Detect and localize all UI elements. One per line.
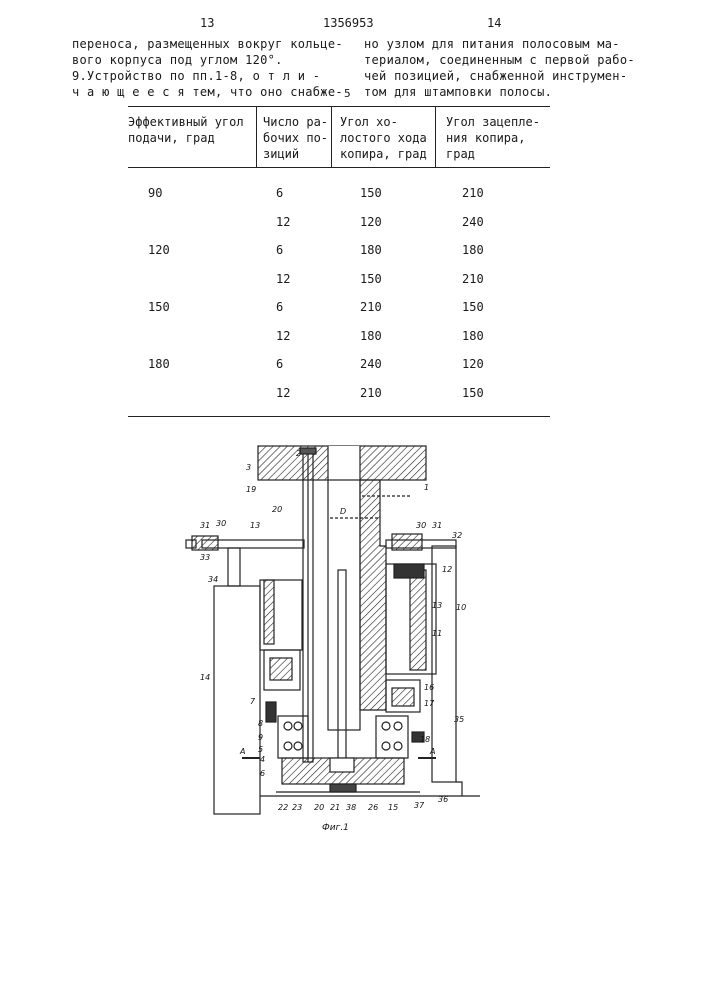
figure-label: 21 <box>330 803 340 812</box>
figure-caption: Фиг.1 <box>322 823 349 833</box>
table-cell: 240 <box>462 215 484 229</box>
document-number: 1356953 <box>323 16 374 30</box>
figure-label: 4 <box>260 755 265 764</box>
figure-label: 30 <box>416 521 426 530</box>
text-line: том для штамповки полосы. <box>364 84 635 100</box>
table-header-cell: Число ра- бочих по- зиций <box>263 114 328 162</box>
table-cell: 90 <box>148 186 162 200</box>
text-line: 9.Устройство по пп.1-8, о т л и - <box>72 68 343 84</box>
table-cell: 150 <box>148 300 170 314</box>
figure-label: 22 <box>278 803 288 812</box>
table-top-rule <box>128 106 550 107</box>
text-line: вого корпуса под углом 120°. <box>72 52 343 68</box>
table-cell: 150 <box>360 186 382 200</box>
table-column-divider <box>435 106 436 167</box>
figure-label: 2 <box>296 449 301 458</box>
figure-label: 13 <box>250 521 260 530</box>
figure-label: 38 <box>346 803 356 812</box>
figure-label: 3 <box>246 463 251 472</box>
figure-label: 18 <box>420 735 430 744</box>
figure-label: 33 <box>200 553 210 562</box>
figure-label: 20 <box>314 803 324 812</box>
figure-label: 37 <box>414 801 425 810</box>
table-cell: 12 <box>276 329 290 343</box>
figure-label: 36 <box>438 795 448 804</box>
table-cell: 180 <box>148 357 170 371</box>
table-cell: 180 <box>462 243 484 257</box>
table-cell: 6 <box>276 357 283 371</box>
table-cell: 12 <box>276 272 290 286</box>
table-cell: 210 <box>462 272 484 286</box>
figure-label: 14 <box>200 673 210 682</box>
page-number-left: 13 <box>200 16 214 30</box>
table-header-cell: Эффективный угол подачи, град <box>128 114 244 146</box>
figure-label: 20 <box>272 505 282 514</box>
table-cell: 180 <box>360 329 382 343</box>
figure-label: 32 <box>452 531 462 540</box>
figure-label: 15 <box>388 803 398 812</box>
table-cell: 120 <box>360 215 382 229</box>
text-line: териалом, соединенным с первой рабо- <box>364 52 635 68</box>
table-header-cell: Угол зацепле- ния копира, град <box>446 114 540 162</box>
figure-label: 34 <box>208 575 218 584</box>
table-cell: 210 <box>360 300 382 314</box>
table-header-rule <box>128 167 550 168</box>
figure-label: D <box>340 507 346 516</box>
figure-label: 7 <box>250 697 256 706</box>
text-line: ч а ю щ е е с я тем, что оно снабже- <box>72 84 343 100</box>
table-column-divider <box>256 106 257 167</box>
line-number-marker: 5 <box>344 86 351 102</box>
figure-label: A <box>429 747 435 756</box>
figure-label: 8 <box>258 719 263 728</box>
figure-label: 31 <box>432 521 442 530</box>
figure-label: 35 <box>454 715 464 724</box>
figure-label: 11 <box>432 629 442 638</box>
table-column-divider <box>331 106 332 167</box>
figure-label: 10 <box>456 603 466 612</box>
figure-label: A <box>239 747 245 756</box>
figure-label: 12 <box>442 565 452 574</box>
figure-label: 23 <box>292 803 302 812</box>
table-cell: 240 <box>360 357 382 371</box>
figure-label: 6 <box>260 769 265 778</box>
table-bottom-rule <box>128 416 550 417</box>
table-cell: 6 <box>276 186 283 200</box>
technical-drawing: 2 3 19 20 D 1 31 30 13 33 34 30 31 32 12… <box>180 440 480 840</box>
table-cell: 150 <box>360 272 382 286</box>
table-cell: 210 <box>360 386 382 400</box>
table-cell: 150 <box>462 386 484 400</box>
text-line: переноса, размещенных вокруг кольце- <box>72 36 343 52</box>
text-column-left: переноса, размещенных вокруг кольце- вог… <box>72 36 343 100</box>
figure-label: 19 <box>246 485 256 494</box>
figure-label: 1 <box>424 483 429 492</box>
table-cell: 12 <box>276 215 290 229</box>
table-cell: 180 <box>360 243 382 257</box>
table-cell: 120 <box>462 357 484 371</box>
table-cell: 6 <box>276 243 283 257</box>
table-cell: 6 <box>276 300 283 314</box>
figure-label: 26 <box>368 803 378 812</box>
table-cell: 12 <box>276 386 290 400</box>
page-number-right: 14 <box>487 16 501 30</box>
figure-label: 31 <box>200 521 210 530</box>
text-line: чей позицией, снабженной инструмен- <box>364 68 635 84</box>
text-line: но узлом для питания полосовым ма- <box>364 36 635 52</box>
table-cell: 210 <box>462 186 484 200</box>
text-column-right: но узлом для питания полосовым ма- териа… <box>364 36 635 100</box>
figure-label: 9 <box>258 733 263 742</box>
figure-label: 30 <box>216 519 226 528</box>
figure-label: 13 <box>432 601 442 610</box>
table-cell: 180 <box>462 329 484 343</box>
table-cell: 150 <box>462 300 484 314</box>
table-header-cell: Угол хо- лостого хода копира, град <box>340 114 427 162</box>
figure-label: 17 <box>424 699 435 708</box>
table-cell: 120 <box>148 243 170 257</box>
figure-label: 16 <box>424 683 434 692</box>
figure-label: 5 <box>258 745 263 754</box>
